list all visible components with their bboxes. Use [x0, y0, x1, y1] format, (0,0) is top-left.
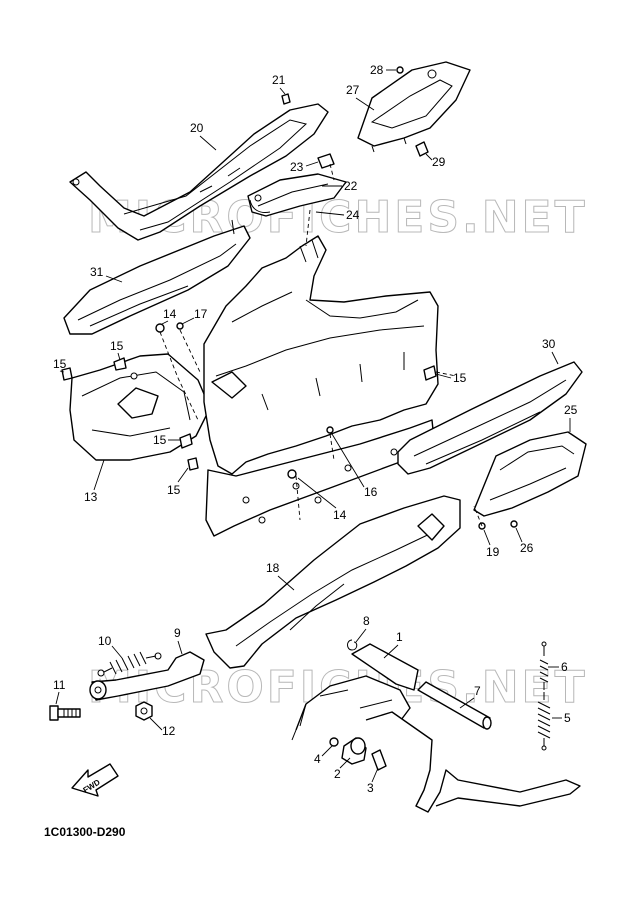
callout-24[interactable]: 24 — [315, 208, 360, 222]
springs-drawing — [537, 641, 551, 751]
center-body-drawing — [203, 235, 439, 537]
side-cover-left-drawing — [69, 103, 329, 241]
callout-25[interactable]: 25 — [564, 403, 578, 432]
svg-text:4: 4 — [314, 752, 321, 766]
callout-22[interactable]: 22 — [322, 179, 358, 193]
svg-text:2: 2 — [334, 767, 341, 781]
main-stand-drawing — [291, 643, 581, 813]
callout-31[interactable]: 31 — [90, 265, 123, 283]
callout-4[interactable]: 4 — [314, 745, 333, 766]
callout-27[interactable]: 27 — [346, 83, 375, 111]
svg-text:20: 20 — [190, 121, 204, 135]
under-cover-drawing — [205, 495, 461, 669]
callout-15-lower-a[interactable]: 15 — [153, 433, 180, 447]
callout-7[interactable]: 7 — [459, 684, 481, 709]
callout-20[interactable]: 20 — [190, 121, 217, 151]
svg-text:17: 17 — [194, 307, 208, 321]
callout-12[interactable]: 12 — [149, 717, 176, 738]
forward-arrow-icon: FWD — [71, 763, 119, 797]
side-cover-right-drawing — [473, 431, 587, 517]
callout-15-right[interactable]: 15 — [435, 371, 467, 385]
side-stand-bolt-drawing — [49, 705, 81, 721]
callout-6[interactable]: 6 — [548, 660, 568, 674]
svg-text:25: 25 — [564, 403, 578, 417]
svg-text:15: 15 — [110, 339, 124, 353]
stand-shaft-drawing — [417, 681, 492, 730]
side-stand-drawing — [89, 651, 205, 701]
callout-3[interactable]: 3 — [367, 767, 379, 795]
svg-text:15: 15 — [153, 433, 167, 447]
callout-14-lower[interactable]: 14 — [297, 477, 347, 522]
svg-text:28: 28 — [370, 63, 384, 77]
svg-text:12: 12 — [162, 724, 176, 738]
svg-text:5: 5 — [564, 711, 571, 725]
svg-text:14: 14 — [163, 307, 177, 321]
callout-layer: 1 2 3 4 5 6 7 8 — [53, 63, 578, 795]
callout-17[interactable]: 17 — [181, 307, 208, 325]
svg-text:15: 15 — [453, 371, 467, 385]
callout-1[interactable]: 1 — [383, 630, 403, 659]
svg-text:14: 14 — [333, 508, 347, 522]
callout-21[interactable]: 21 — [272, 73, 286, 95]
callout-16[interactable]: 16 — [331, 433, 378, 499]
svg-text:15: 15 — [167, 483, 181, 497]
svg-text:18: 18 — [266, 561, 280, 575]
rear-lid-drawing — [247, 173, 347, 217]
svg-text:27: 27 — [346, 83, 360, 97]
svg-text:22: 22 — [344, 179, 358, 193]
upper-side-cover-drawing — [357, 61, 471, 153]
footrest-mat-left-drawing — [63, 225, 251, 335]
svg-text:15: 15 — [53, 357, 67, 371]
side-stand-spring-drawing — [97, 651, 162, 677]
svg-text:21: 21 — [272, 73, 286, 87]
callout-11[interactable]: 11 — [53, 678, 66, 705]
svg-text:11: 11 — [53, 678, 66, 692]
callout-9[interactable]: 9 — [174, 626, 183, 655]
callout-5[interactable]: 5 — [552, 711, 571, 725]
svg-text:3: 3 — [367, 781, 374, 795]
svg-text:16: 16 — [364, 485, 378, 499]
callout-14-upper[interactable]: 14 — [161, 307, 177, 325]
assembly-lines — [159, 163, 483, 527]
callout-2[interactable]: 2 — [334, 757, 351, 781]
svg-text:8: 8 — [363, 614, 370, 628]
svg-text:29: 29 — [432, 155, 446, 169]
callout-15-lower-b[interactable]: 15 — [167, 467, 189, 497]
callout-19[interactable]: 19 — [483, 529, 500, 559]
drawing-code: 1C01300-D290 — [44, 825, 126, 839]
callout-23[interactable]: 23 — [290, 160, 319, 174]
svg-text:13: 13 — [84, 490, 98, 504]
footrest-mat-right-drawing — [397, 361, 583, 475]
svg-text:24: 24 — [346, 208, 360, 222]
callout-30[interactable]: 30 — [542, 337, 559, 365]
callout-26[interactable]: 26 — [515, 527, 534, 555]
callout-8[interactable]: 8 — [355, 614, 370, 643]
callout-18[interactable]: 18 — [266, 561, 295, 591]
svg-text:19: 19 — [486, 545, 500, 559]
side-stand-nut-drawing — [135, 701, 153, 721]
svg-text:31: 31 — [90, 265, 104, 279]
callout-29[interactable]: 29 — [425, 153, 446, 169]
svg-text:10: 10 — [98, 634, 112, 648]
svg-text:1: 1 — [396, 630, 403, 644]
callout-10[interactable]: 10 — [98, 634, 123, 659]
svg-text:23: 23 — [290, 160, 304, 174]
callout-13[interactable]: 13 — [84, 459, 105, 504]
svg-text:30: 30 — [542, 337, 556, 351]
front-inner-panel-drawing — [69, 353, 211, 461]
svg-text:7: 7 — [474, 684, 481, 698]
callout-15-left-inner[interactable]: 15 — [110, 339, 124, 361]
callout-15-left-outer[interactable]: 15 — [53, 357, 67, 373]
svg-text:9: 9 — [174, 626, 181, 640]
stand-small-parts-drawing — [329, 639, 387, 771]
svg-text:6: 6 — [561, 660, 568, 674]
svg-text:26: 26 — [520, 541, 534, 555]
callout-28[interactable]: 28 — [370, 63, 396, 77]
